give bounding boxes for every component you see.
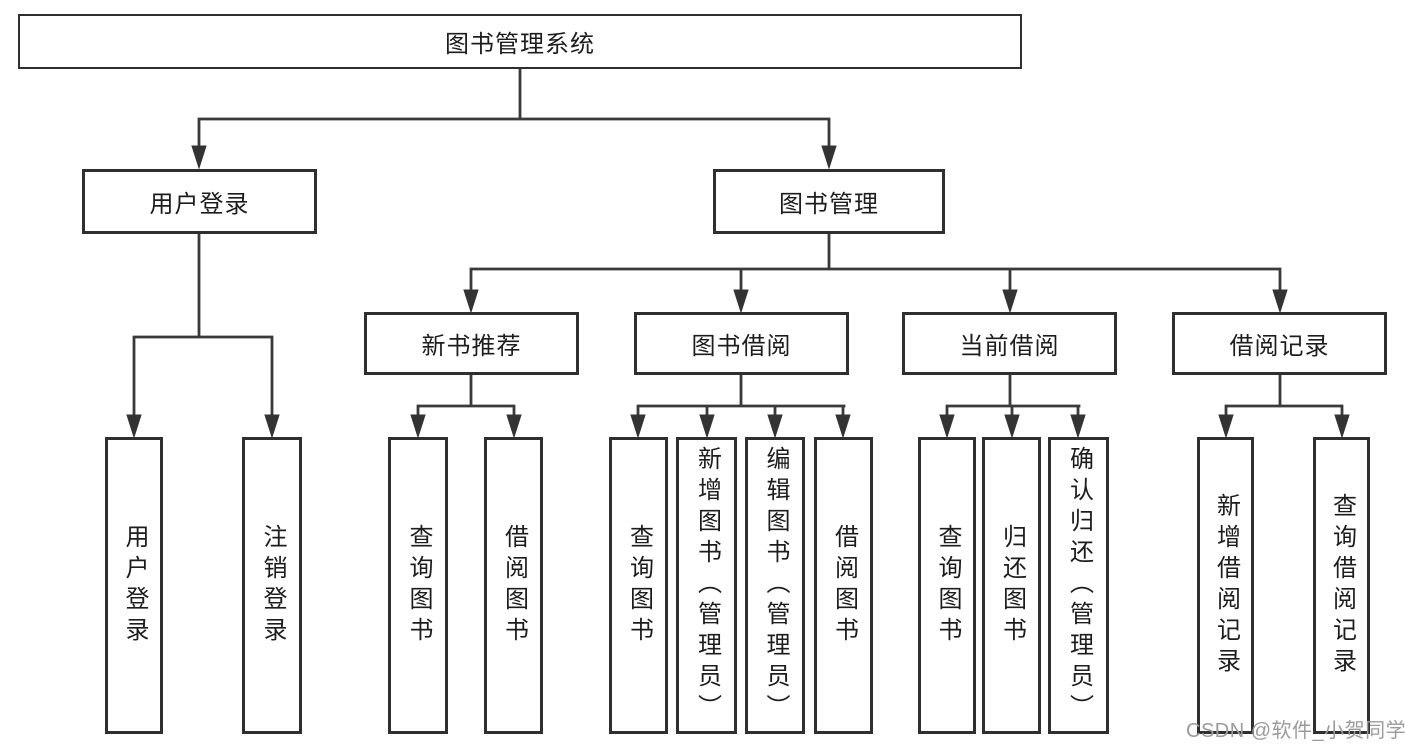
node-new-book-recommend: 新书推荐 <box>364 312 579 375</box>
leaf-confirm-return-admin-label: 确认归还（管理员） <box>1065 446 1093 725</box>
leaf-logout: 注销登录 <box>242 437 302 734</box>
leaf-query-borrow-record-label: 查询借阅记录 <box>1328 492 1356 679</box>
leaf-recommend-query-book-label: 查询图书 <box>405 523 432 648</box>
leaf-logout-label: 注销登录 <box>259 523 286 648</box>
leaf-user-login: 用户登录 <box>105 437 163 734</box>
node-borrow-record-label: 借阅记录 <box>1229 333 1330 360</box>
csdn-watermark: CSDN @软件_小贺同学 <box>1186 720 1405 742</box>
leaf-add-borrow-record: 新增借阅记录 <box>1197 437 1254 734</box>
leaf-return-book: 归还图书 <box>982 437 1041 734</box>
node-root-label: 图书管理系统 <box>445 31 595 58</box>
leaf-edit-book-admin-label: 编辑图书（管理员） <box>762 446 789 725</box>
node-root: 图书管理系统 <box>18 14 1022 69</box>
leaf-current-query-book-label: 查询图书 <box>934 523 961 648</box>
leaf-current-query-book: 查询图书 <box>918 437 976 734</box>
leaf-borrow-query-book: 查询图书 <box>609 437 668 734</box>
leaf-add-book-admin: 新增图书（管理员） <box>676 437 737 734</box>
leaf-add-borrow-record-label: 新增借阅记录 <box>1212 492 1240 679</box>
node-current-borrow: 当前借阅 <box>902 312 1117 375</box>
node-book-management-label: 图书管理 <box>779 191 879 218</box>
leaf-recommend-query-book: 查询图书 <box>388 437 448 734</box>
leaf-add-book-admin-label: 新增图书（管理员） <box>693 446 721 725</box>
node-current-borrow-label: 当前借阅 <box>959 333 1060 360</box>
leaf-recommend-borrow-book-label: 借阅图书 <box>500 523 528 648</box>
leaf-confirm-return-admin: 确认归还（管理员） <box>1048 437 1109 734</box>
leaf-borrow-query-book-label: 查询图书 <box>625 523 653 648</box>
node-borrow-record: 借阅记录 <box>1172 312 1387 375</box>
leaf-query-borrow-record: 查询借阅记录 <box>1313 437 1370 734</box>
leaf-user-login-label: 用户登录 <box>121 523 148 648</box>
leaf-return-book-label: 归还图书 <box>998 523 1026 648</box>
node-book-borrow-label: 图书借阅 <box>691 333 792 360</box>
leaf-edit-book-admin: 编辑图书（管理员） <box>745 437 805 734</box>
node-new-book-recommend-label: 新书推荐 <box>421 333 522 360</box>
leaf-borrow-book: 借阅图书 <box>814 437 873 734</box>
leaf-recommend-borrow-book: 借阅图书 <box>484 437 543 734</box>
node-book-borrow: 图书借阅 <box>634 312 849 375</box>
node-user-login-label: 用户登录 <box>149 191 250 218</box>
node-user-login: 用户登录 <box>82 169 317 234</box>
leaf-borrow-book-label: 借阅图书 <box>830 523 858 648</box>
node-book-management: 图书管理 <box>713 169 945 234</box>
